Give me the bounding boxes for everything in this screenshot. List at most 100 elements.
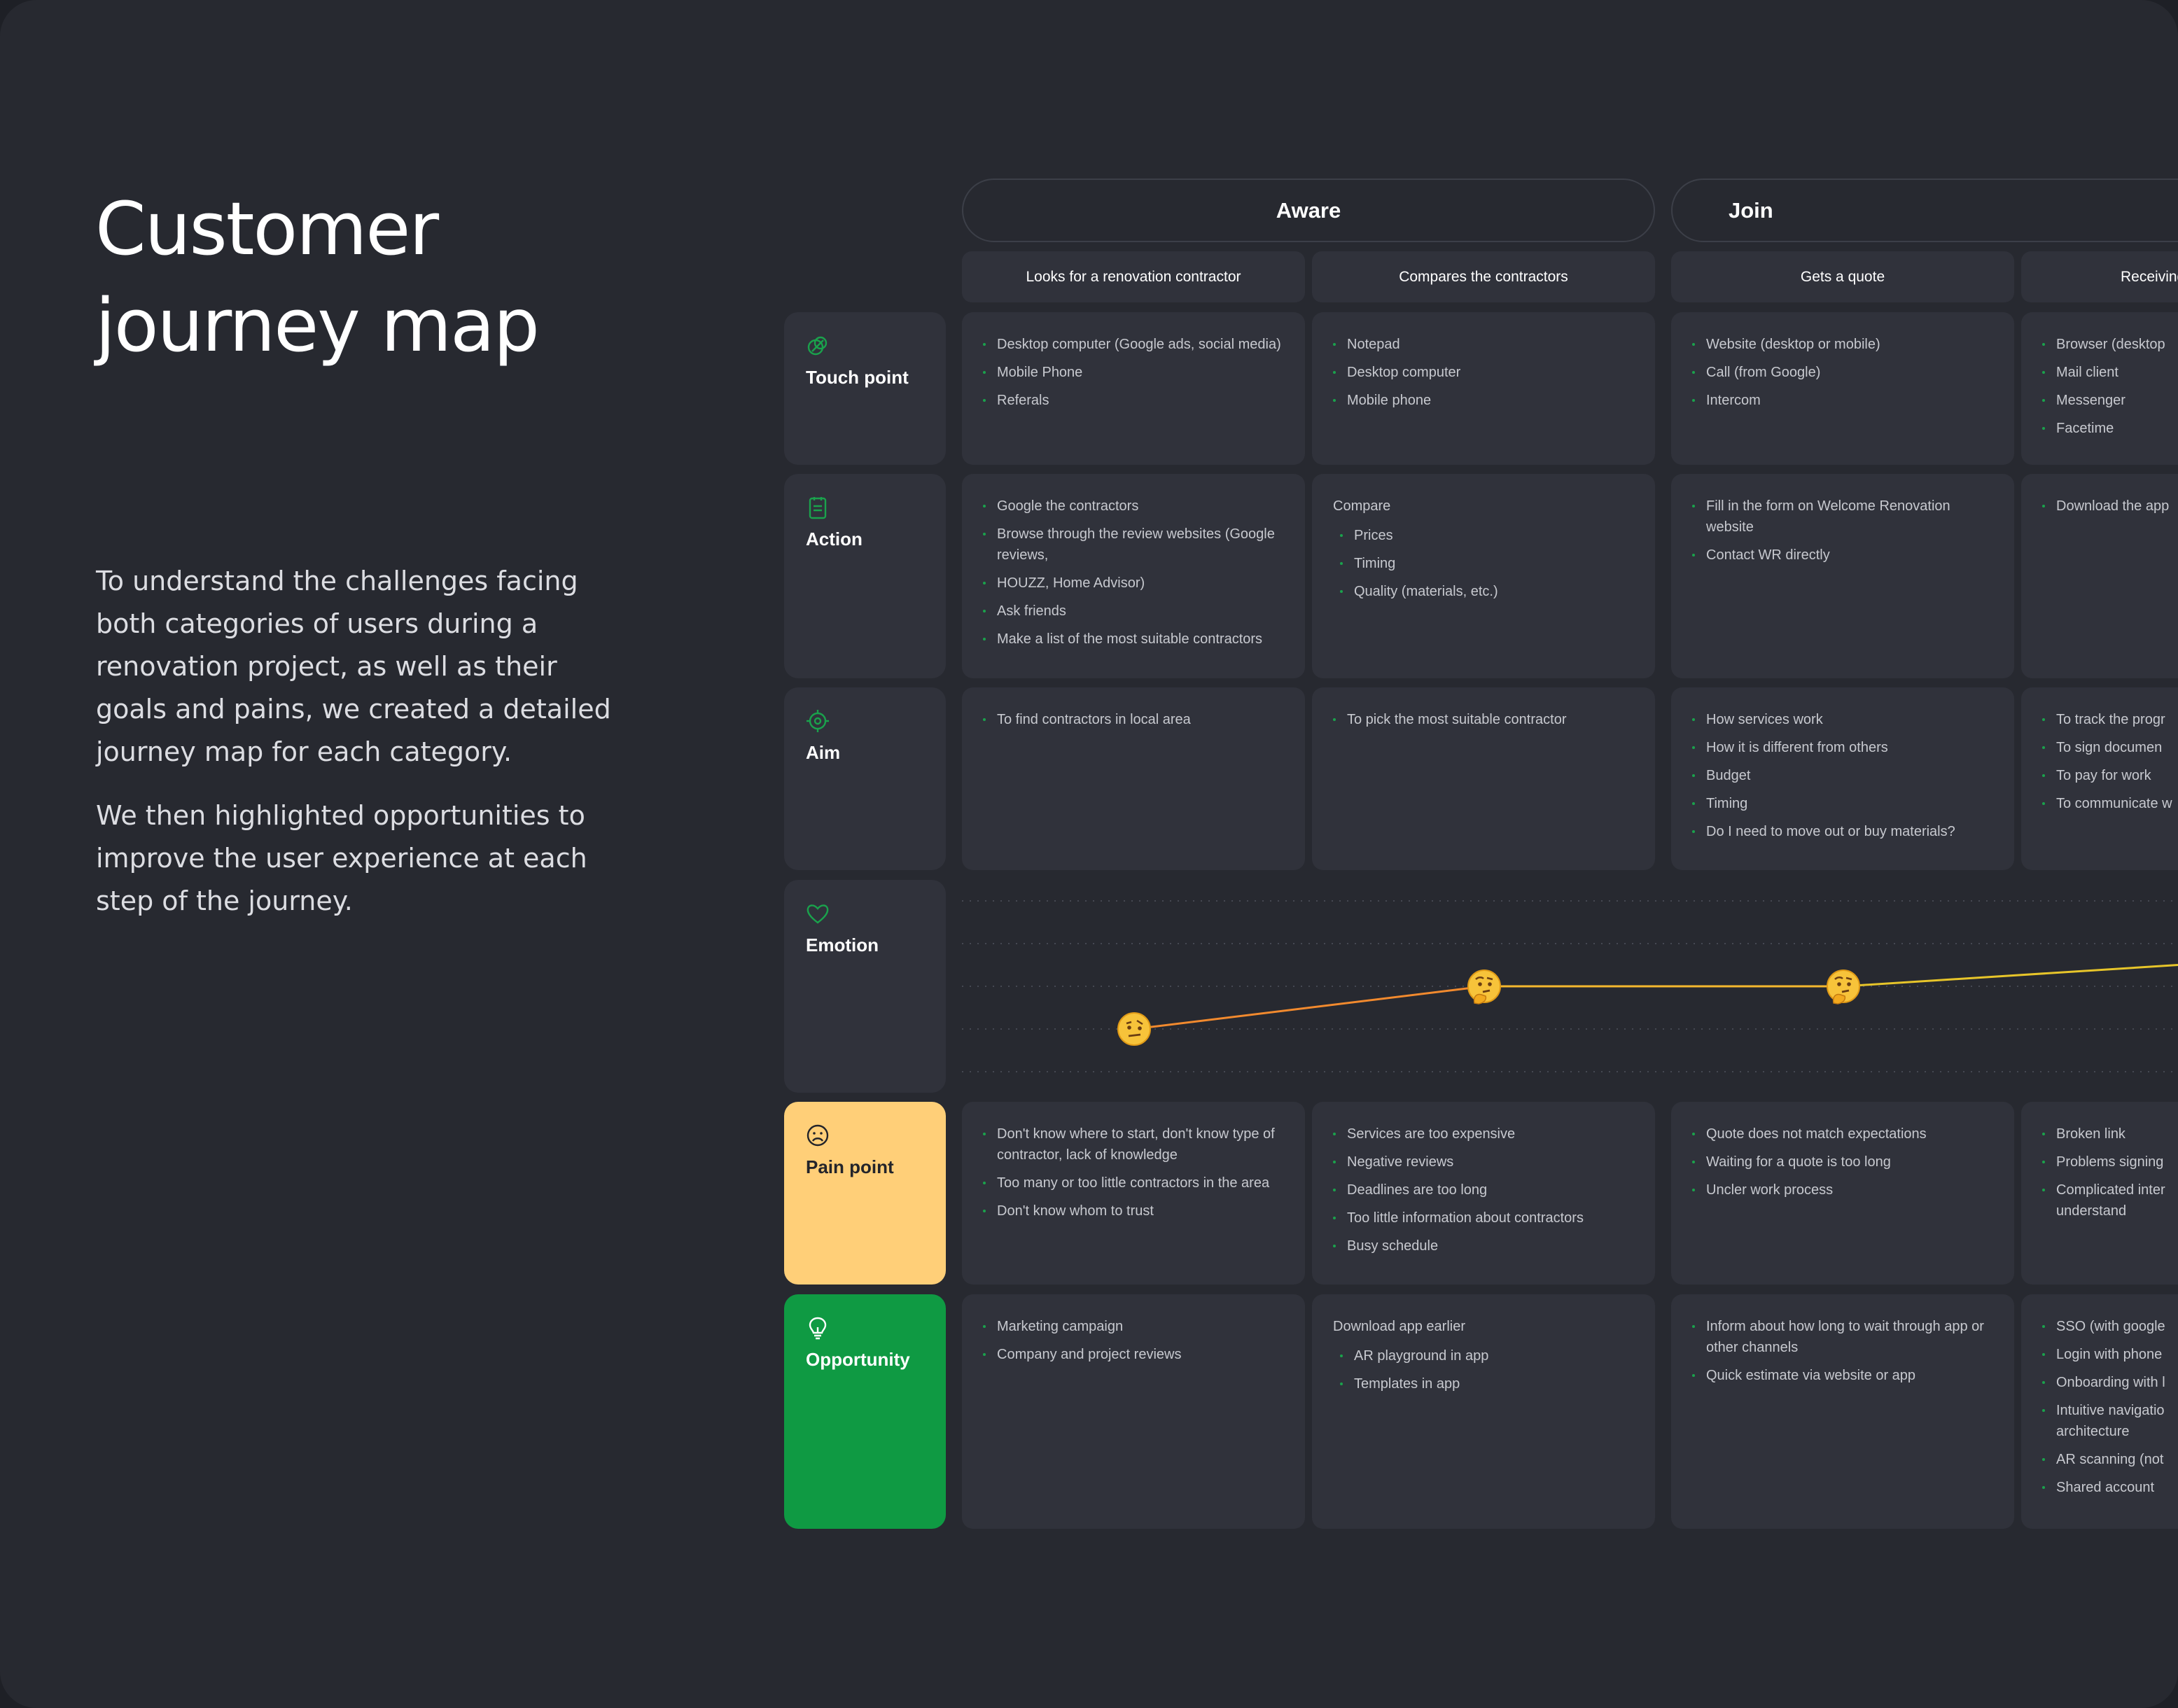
list-item: To pay for work [2042,765,2178,786]
list-item: Website (desktop or mobile) [1692,334,2000,355]
clipboard-icon [809,497,827,519]
cell-touch-quote: Website (desktop or mobile)Call (from Go… [1671,312,2014,465]
list-item: To communicate w [2042,793,2178,814]
cell-aim-compares: To pick the most suitable contractor [1312,687,1655,870]
list-item: Desktop computer [1333,362,1641,383]
list-item: Intuitive navigatio architecture [2042,1400,2178,1442]
list-item: Login with phone [2042,1344,2178,1365]
list-item: Notepad [1333,334,1641,355]
list-item: To sign documen [2042,737,2178,758]
list-item: Don't know whom to trust [983,1200,1291,1222]
list-item: Broken link [2042,1124,2178,1144]
list-item: Intercom [1692,390,2000,411]
cell-touch-looks: Desktop computer (Google ads, social med… [962,312,1305,465]
list-item: HOUZZ, Home Advisor) [983,573,1291,594]
title-line-2: journey map [95,283,540,368]
bullet-list: Website (desktop or mobile)Call (from Go… [1692,334,2000,411]
list-item: Don't know where to start, don't know ty… [983,1124,1291,1166]
list-item: Prices [1340,525,1641,546]
step-header-receiving: Receiving [2021,251,2178,302]
list-item: Quote does not match expectations [1692,1124,2000,1144]
list-item: Quality (materials, etc.) [1340,581,1641,602]
cell-aim-looks: To find contractors in local area [962,687,1305,870]
list-item: AR scanning (not [2042,1449,2178,1470]
row-label-text: Opportunity [806,1349,910,1370]
list-item: How it is different from others [1692,737,2000,758]
bullet-list: Inform about how long to wait through ap… [1692,1316,2000,1386]
row-label-text: Emotion [806,934,879,955]
list-item: Shared account [2042,1477,2178,1498]
cell-opp-quote: Inform about how long to wait through ap… [1671,1294,2014,1529]
bullet-list: Download the app [2042,496,2178,517]
emotion-line-segment [1843,964,2178,988]
list-item: SSO (with google [2042,1316,2178,1337]
row-label-touch-point: Touch point [784,312,946,465]
list-item: Facetime [2042,418,2178,439]
bullet-list: Don't know where to start, don't know ty… [983,1124,1291,1222]
list-item: Deadlines are too long [1333,1180,1641,1200]
list-item: Fill in the form on Welcome Renovation w… [1692,496,2000,538]
list-item: Onboarding with l [2042,1372,2178,1393]
list-item: Contact WR directly [1692,545,2000,566]
bullet-list: To pick the most suitable contractor [1333,709,1641,730]
list-item: Mail client [2042,362,2178,383]
list-item: To find contractors in local area [983,709,1291,730]
list-item: Too little information about contractors [1333,1208,1641,1228]
heart-icon [807,904,829,924]
touch-point-icon [807,336,828,356]
lightbulb-icon [809,1317,827,1340]
cell-heading: Compare [1333,498,1391,514]
list-item: Budget [1692,765,2000,786]
row-label-text: Pain point [806,1156,894,1177]
stage-join: Join [1671,178,2178,242]
title-line-1: Customer [95,186,439,272]
row-label-opportunity: Opportunity [784,1294,946,1529]
step-header-quote: Gets a quote [1671,251,2014,302]
target-icon [807,710,829,732]
list-item: Download the app [2042,496,2178,517]
row-label-text: Aim [806,742,841,763]
emotion-curve [962,900,2178,1072]
bullet-list: Desktop computer (Google ads, social med… [983,334,1291,411]
bullet-list: Fill in the form on Welcome Renovation w… [1692,496,2000,566]
list-item: Marketing campaign [983,1316,1291,1337]
emotion-line-segment [1133,985,1485,1030]
list-item: Problems signing [2042,1152,2178,1172]
emotion-chart [962,880,2178,1093]
step-header-compares: Compares the contractors [1312,251,1655,302]
row-label-action: Action [784,474,946,678]
intro-text: To understand the challenges facing both… [96,560,628,944]
cell-heading: Download app earlier [1333,1319,1466,1334]
list-item: Waiting for a quote is too long [1692,1152,2000,1172]
list-item: Browser (desktop [2042,334,2178,355]
list-item: Templates in app [1340,1373,1641,1394]
list-item: Make a list of the most suitable contrac… [983,629,1291,650]
stage-aware: Aware [962,178,1655,242]
list-item: Mobile Phone [983,362,1291,383]
list-item: Messenger [2042,390,2178,411]
list-item: How services work [1692,709,2000,730]
bullet-list: To find contractors in local area [983,709,1291,730]
cell-action-receiving: Download the app [2021,474,2178,678]
intro-paragraph-1: To understand the challenges facing both… [96,566,611,767]
page-title: Customer journey map [95,181,697,374]
